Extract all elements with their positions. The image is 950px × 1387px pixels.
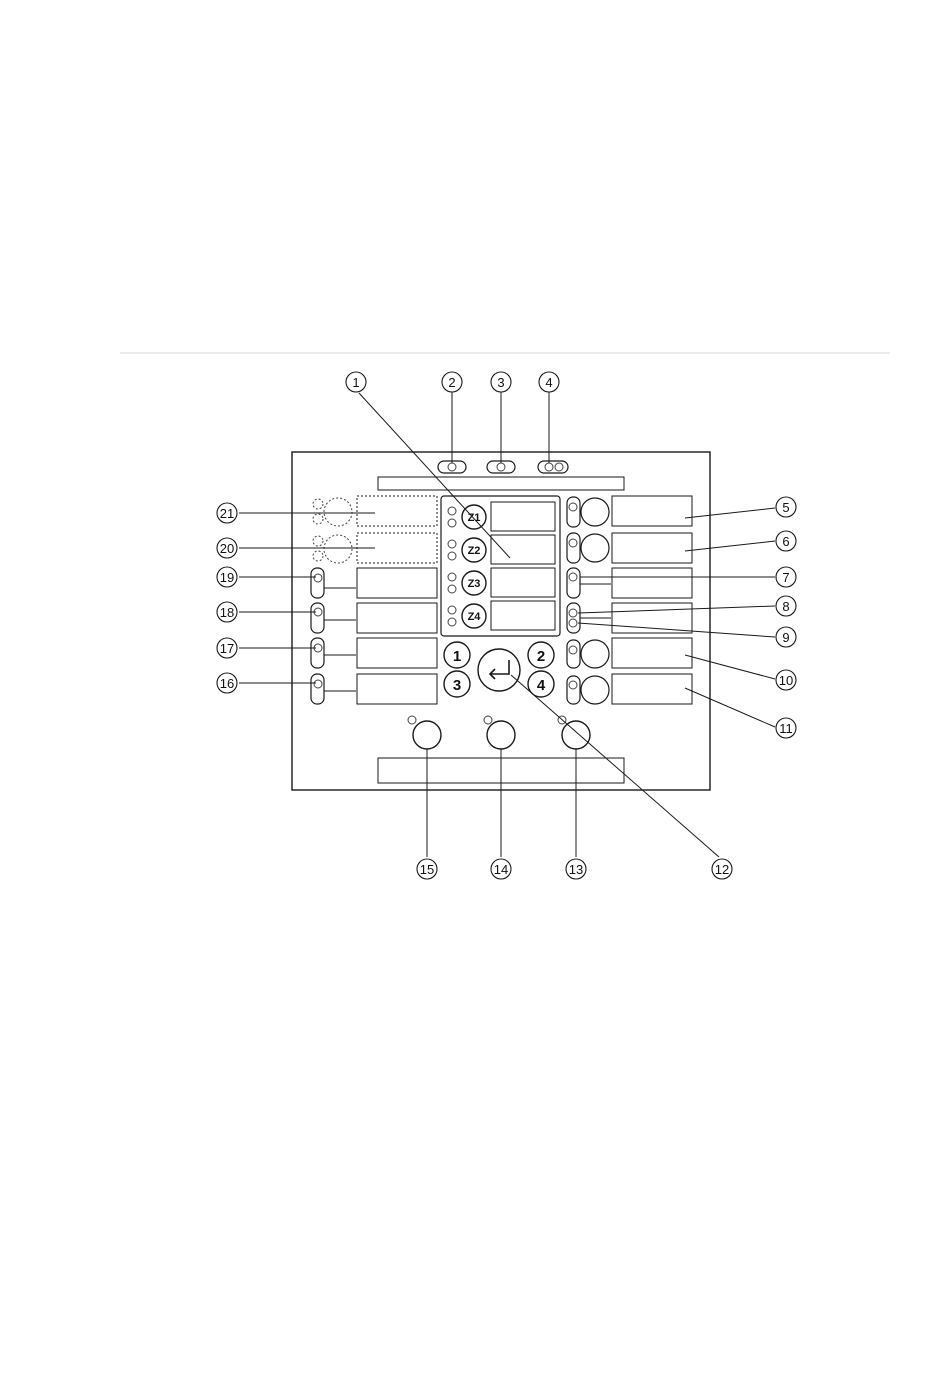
bottom-led-14: [484, 716, 492, 724]
callout-8: 8: [776, 596, 796, 616]
led-19: [314, 574, 322, 582]
indicator-led-3: [497, 463, 505, 471]
svg-text:12: 12: [715, 862, 729, 877]
svg-text:4: 4: [545, 375, 552, 390]
switch-5: [567, 497, 580, 527]
callout-9: 9: [776, 627, 796, 647]
svg-text:17: 17: [220, 641, 234, 656]
led-20a: [313, 536, 323, 546]
svg-text:14: 14: [494, 862, 508, 877]
svg-text:15: 15: [420, 862, 434, 877]
zone-display-z2: [491, 535, 555, 564]
top-display-strip: [378, 477, 624, 490]
callout-20: 20: [217, 538, 237, 558]
bottom-button-13: [562, 721, 590, 749]
zone-block: Z1 Z2 Z3 Z4: [441, 496, 560, 636]
key-1-label: 1: [453, 648, 461, 665]
switch-18: [311, 603, 324, 633]
svg-text:16: 16: [220, 676, 234, 691]
label-box-10: [612, 638, 692, 668]
led-20b: [313, 551, 323, 561]
callout-5: 5: [776, 497, 796, 517]
label-box-5: [612, 496, 692, 526]
bottom-button-15: [413, 721, 441, 749]
button-20: [324, 535, 352, 563]
callout-2: 2: [442, 372, 462, 392]
indicator-led-2: [448, 463, 456, 471]
svg-text:6: 6: [782, 534, 789, 549]
svg-text:10: 10: [779, 673, 793, 688]
label-box-16: [357, 674, 437, 704]
key-4-label: 4: [537, 677, 546, 694]
callout-3: 3: [491, 372, 511, 392]
key-3-label: 3: [453, 677, 461, 694]
label-box-11: [612, 674, 692, 704]
svg-text:5: 5: [782, 500, 789, 515]
callout-10: 10: [776, 670, 796, 690]
svg-text:11: 11: [779, 721, 793, 736]
switch-19: [311, 568, 324, 598]
svg-text:8: 8: [782, 599, 789, 614]
callout-13: 13: [566, 859, 586, 879]
callout-17: 17: [217, 638, 237, 658]
key-2-label: 2: [537, 648, 545, 665]
svg-text:7: 7: [782, 570, 789, 585]
bottom-led-15: [408, 716, 416, 724]
label-box-7: [612, 568, 692, 598]
button-11: [581, 676, 609, 704]
zone-display-z3: [491, 568, 555, 597]
enter-key: [478, 649, 520, 691]
button-21: [324, 498, 352, 526]
svg-text:20: 20: [220, 541, 234, 556]
led-21a: [313, 499, 323, 509]
switch-11: [567, 676, 580, 704]
switch-7: [567, 568, 580, 598]
svg-text:13: 13: [569, 862, 583, 877]
callout-11: 11: [776, 718, 796, 738]
svg-text:18: 18: [220, 605, 234, 620]
led-16: [314, 680, 322, 688]
led-21b: [313, 514, 323, 524]
callout-16: 16: [217, 673, 237, 693]
button-10: [581, 640, 609, 668]
callout-15: 15: [417, 859, 437, 879]
label-box-21: [357, 496, 437, 526]
callout-19: 19: [217, 567, 237, 587]
zone-key-label-z3: Z3: [468, 578, 481, 590]
button-6: [581, 534, 609, 562]
indicator-led-4a: [545, 463, 553, 471]
zone-key-label-z4: Z4: [468, 611, 482, 623]
indicator-led-4b: [555, 463, 563, 471]
label-box-17: [357, 638, 437, 668]
svg-text:9: 9: [782, 630, 789, 645]
label-box-19: [357, 568, 437, 598]
callout-7: 7: [776, 567, 796, 587]
callout-4: 4: [539, 372, 559, 392]
switch-17: [311, 638, 324, 668]
callout-12: 12: [712, 859, 732, 879]
bottom-button-14: [487, 721, 515, 749]
svg-text:2: 2: [448, 375, 455, 390]
switch-16: [311, 674, 324, 704]
callout-6: 6: [776, 531, 796, 551]
callout-18: 18: [217, 602, 237, 622]
label-box-18: [357, 603, 437, 633]
button-5: [581, 498, 609, 526]
svg-text:3: 3: [497, 375, 504, 390]
zone-display-z4: [491, 601, 555, 630]
zone-key-label-z2: Z2: [468, 545, 481, 557]
svg-text:1: 1: [352, 375, 359, 390]
svg-text:19: 19: [220, 570, 234, 585]
svg-text:21: 21: [220, 506, 234, 521]
callout-14: 14: [491, 859, 511, 879]
callout-1: 1: [346, 372, 366, 392]
callout-21: 21: [217, 503, 237, 523]
label-box-6: [612, 533, 692, 563]
switch-6: [567, 533, 580, 563]
switch-8-9: [567, 603, 580, 633]
zone-display-z1: [491, 502, 555, 531]
